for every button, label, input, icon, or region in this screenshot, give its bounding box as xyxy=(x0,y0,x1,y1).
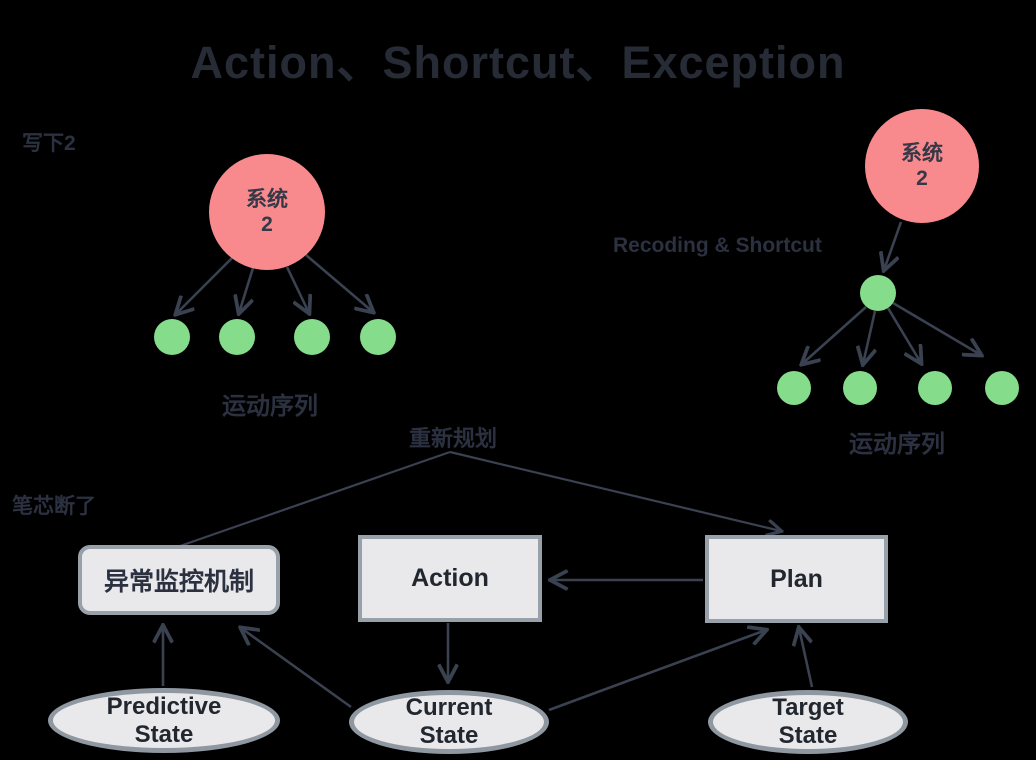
arrow-current-to-exception xyxy=(241,628,352,709)
motion-node-right-4 xyxy=(985,371,1019,405)
motion-node-left-2 xyxy=(219,319,255,355)
motion-node-left-1 xyxy=(154,319,190,355)
action-label: Action xyxy=(411,564,489,592)
predictive-state-ellipse: Predictive State xyxy=(48,688,280,753)
motion-node-right-1 xyxy=(777,371,811,405)
motion-node-left-4 xyxy=(360,319,396,355)
arrow-systemR-to-chunk xyxy=(884,221,903,270)
action-box: Action xyxy=(358,535,542,622)
arrow-current-to-plan xyxy=(548,630,766,712)
target-state-line1: Target xyxy=(772,694,844,722)
motion-node-left-3 xyxy=(294,319,330,355)
target-state-line2: State xyxy=(778,722,838,749)
exception-monitor-box: 异常监控机制 xyxy=(78,545,280,615)
predictive-state-line2: State xyxy=(134,720,194,748)
arrow-systemL-to-motion2 xyxy=(239,267,255,313)
replan-label: 重新规划 xyxy=(408,426,498,452)
arrow-systemL-to-motion1 xyxy=(176,257,233,314)
system2-left-line1: 系统 xyxy=(246,185,288,211)
predictive-state-line1: Predictive xyxy=(106,692,222,720)
exception-monitor-label: 异常监控机制 xyxy=(103,567,254,596)
motion-node-right-3 xyxy=(918,371,952,405)
recoding-shortcut-label: Recoding & Shortcut xyxy=(613,234,822,257)
system2-node-right: 系统 2 xyxy=(865,109,979,223)
arrow-replan-to-plan xyxy=(449,450,781,531)
chunk-node xyxy=(860,275,896,311)
plan-box: Plan xyxy=(705,535,888,623)
current-state-line2: State xyxy=(419,722,479,749)
arrow-chunk-to-motion3 xyxy=(886,307,921,363)
current-state-ellipse: Current State xyxy=(349,690,549,754)
line-exception-to-replan xyxy=(179,450,451,548)
system2-right-line1: 系统 xyxy=(901,139,943,165)
arrow-systemL-to-motion4 xyxy=(305,254,373,312)
arrow-systemL-to-motion3 xyxy=(285,266,309,313)
arrow-chunk-to-motion2 xyxy=(863,310,875,364)
arrow-target-to-plan xyxy=(799,628,814,688)
note-pen-broke: 笔芯断了 xyxy=(12,495,96,518)
arrow-chunk-to-motion1 xyxy=(802,306,867,364)
motion-node-right-2 xyxy=(843,371,877,405)
system2-left-line2: 2 xyxy=(261,213,273,236)
system2-right-line2: 2 xyxy=(916,167,928,190)
motion-sequence-label-right: 运动序列 xyxy=(849,429,945,458)
plan-label: Plan xyxy=(770,564,823,593)
current-state-line1: Current xyxy=(405,694,493,722)
system2-node-left: 系统 2 xyxy=(209,154,325,270)
note-write-down-2: 写下2 xyxy=(22,132,76,155)
target-state-ellipse: Target State xyxy=(708,690,908,754)
page-title: Action、Shortcut、Exception xyxy=(190,37,846,88)
motion-sequence-label-left: 运动序列 xyxy=(222,391,318,420)
arrow-chunk-to-motion4 xyxy=(892,301,981,355)
